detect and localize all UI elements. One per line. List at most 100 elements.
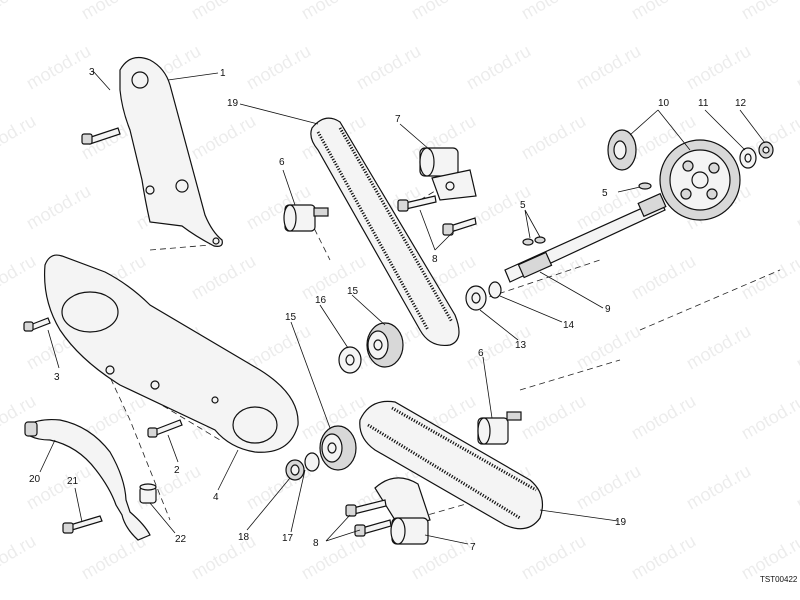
camshaft-9	[504, 192, 667, 283]
pulley-upper	[366, 322, 404, 368]
watermark-text: motod.ru	[628, 531, 700, 584]
callout-7-upper: 7	[395, 114, 401, 125]
callout-labels: 1 3 19 6 7 8 10 11 12 5 5 9 14 13 15 16 …	[29, 67, 798, 584]
watermark-text: motod.ru	[518, 0, 590, 23]
watermark-text: motod.ru	[628, 391, 700, 444]
diagram-code: TST00422	[760, 575, 798, 584]
nut-12	[758, 141, 774, 159]
bolt-21	[62, 515, 103, 534]
timing-belt-lower	[359, 400, 543, 530]
callout-21: 21	[67, 476, 79, 487]
spacer-13	[465, 285, 487, 311]
callout-22: 22	[175, 534, 187, 545]
watermark-text: motod.ru	[408, 0, 480, 23]
bolts-8-lower	[345, 499, 392, 537]
watermark-text: motod.ru	[793, 321, 800, 374]
watermark-text: motod.ru	[23, 41, 95, 94]
watermark-text: motod.ru	[0, 0, 39, 23]
callout-19-upper: 19	[227, 98, 239, 109]
callout-15-upper: 15	[347, 286, 359, 297]
watermark-text: motod.ru	[628, 251, 700, 304]
nut-18	[285, 459, 305, 481]
watermark-text: motod.ru	[738, 391, 800, 444]
watermark-text: motod.ru	[518, 531, 590, 584]
bolt-cover	[147, 419, 183, 438]
callout-11: 11	[698, 98, 709, 109]
idler-roller-upper	[283, 204, 329, 232]
watermark-text: motod.ru	[573, 461, 645, 514]
watermark-text: motod.ru	[188, 111, 260, 164]
watermark-text: motod.ru	[793, 181, 800, 234]
watermark-text: motod.ru	[793, 461, 800, 514]
leader-lines	[39, 70, 766, 545]
fork-lever	[24, 418, 151, 541]
washer-11	[739, 147, 757, 169]
watermark-text: motod.ru	[463, 41, 535, 94]
callout-1: 1	[220, 68, 226, 79]
watermark-text: motod.ru	[243, 41, 315, 94]
bolt-lower	[23, 317, 51, 332]
callout-12: 12	[735, 98, 747, 109]
watermark-text: motod.ru	[298, 0, 370, 23]
watermark-text: motod.ru	[518, 391, 590, 444]
bolt-upper	[81, 127, 121, 145]
watermark-text: motod.ru	[78, 0, 150, 23]
callout-4: 4	[213, 492, 219, 503]
pulley-lower	[319, 425, 357, 471]
tensioner-lower	[374, 477, 431, 545]
timing-belt-upper	[310, 117, 460, 347]
callout-5-upper: 5	[602, 188, 608, 199]
watermark-text: motod.ru	[683, 321, 755, 374]
callout-8-upper: 8	[432, 254, 438, 265]
lower-belt-cover	[43, 254, 299, 453]
callout-17: 17	[282, 533, 294, 544]
callout-10: 10	[658, 98, 670, 109]
bushing-22	[139, 483, 157, 504]
callout-7-lower: 7	[470, 542, 476, 553]
callout-9: 9	[605, 304, 611, 315]
watermark-text: motod.ru	[738, 251, 800, 304]
callout-2: 2	[174, 465, 180, 476]
watermark-text: motod.ru	[518, 111, 590, 164]
circlip-14	[488, 281, 502, 299]
watermark-text: motod.ru	[683, 41, 755, 94]
watermark-text: motod.ru	[0, 531, 39, 584]
watermark-text: motod.ru	[793, 41, 800, 94]
idler-roller-lower	[477, 411, 522, 445]
watermark-text: motod.ru	[23, 181, 95, 234]
watermark-text: motod.ru	[683, 461, 755, 514]
keys-5	[522, 182, 652, 246]
watermark-text: motod.ru	[0, 111, 39, 164]
callout-6-upper: 6	[279, 157, 285, 168]
tensioner-upper	[419, 147, 477, 201]
watermark-text: motod.ru	[573, 321, 645, 374]
upper-belt-cover	[119, 57, 223, 247]
watermark-text: motod.ru	[738, 0, 800, 23]
callout-20: 20	[29, 474, 41, 485]
gear-small-10	[607, 129, 637, 171]
callout-3-upper: 3	[89, 67, 95, 78]
callout-5-lower: 5	[520, 200, 526, 211]
watermark-text: motod.ru	[23, 461, 95, 514]
watermark-text: motod.ru	[188, 0, 260, 23]
watermark-text: motod.ru	[628, 0, 700, 23]
washer-17	[304, 452, 320, 472]
washer-16	[338, 346, 362, 374]
watermark-text: motod.ru	[353, 41, 425, 94]
watermark-text: motod.ru	[573, 41, 645, 94]
watermark-text: motod.ru	[298, 251, 370, 304]
callout-8-lower: 8	[313, 538, 319, 549]
bolts-8-upper	[397, 195, 477, 236]
callout-15-lower: 15	[285, 312, 297, 323]
gear-large-10	[659, 139, 741, 221]
callout-6-lower: 6	[478, 348, 484, 359]
watermark-text: motod.ru	[188, 251, 260, 304]
callout-3-lower: 3	[54, 372, 60, 383]
callout-13: 13	[515, 340, 527, 351]
callout-14: 14	[563, 320, 575, 331]
callout-16: 16	[315, 295, 327, 306]
callout-19-lower: 19	[615, 517, 627, 528]
watermark-text: motod.ru	[0, 251, 39, 304]
callout-18: 18	[238, 532, 250, 543]
